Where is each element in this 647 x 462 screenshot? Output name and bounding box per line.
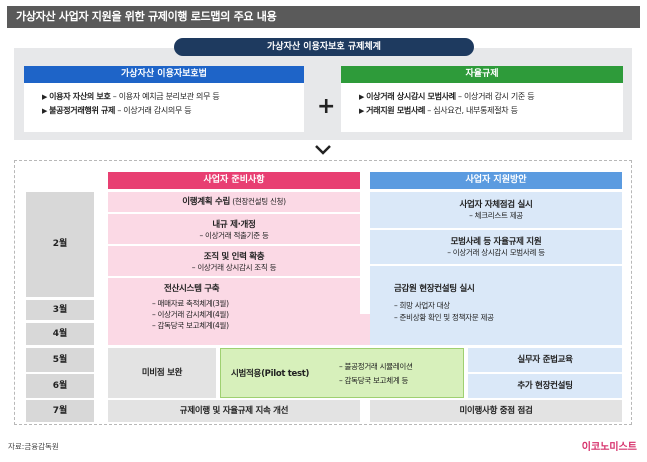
right-line-2-bold: 거래지원 모범사례 [366, 106, 426, 115]
prep-item-rules: 내규 제·개정 – 이상거래 적출기준 등 [108, 214, 360, 244]
prep-system-sub-2: – 이상거래 감시체계(4월) [152, 310, 229, 319]
prep-rules-sub: – 이상거래 적출기준 등 [199, 231, 269, 240]
source-note: 자료:금융감독원 [8, 442, 59, 451]
prep-system-sub-3: – 감독당국 보고체계(4월) [152, 321, 229, 330]
pilot-test: 시범적용(Pilot test) – 불공정거래 시뮬레이션 – 감독당국 보고… [220, 348, 464, 398]
triangle-bullet-icon: ▶ [359, 107, 365, 115]
left-line-1: ▶이용자 자산의 보호 – 이용자 예치금 분리보관 의무 등 [24, 90, 304, 104]
right-line-2-rest: – 심사요건, 내부통제절차 등 [425, 106, 518, 115]
left-line-1-rest: – 이용자 예치금 분리보관 의무 등 [110, 92, 220, 101]
triangle-bullet-icon: ▶ [42, 107, 48, 115]
extra-consulting: 추가 현장컨설팅 [468, 374, 622, 398]
support-consulting-title: 금감원 현장컨설팅 실시 [394, 284, 475, 294]
month-apr: 4월 [26, 323, 94, 345]
right-line-2: ▶거래지원 모범사례 – 심사요건, 내부통제절차 등 [341, 104, 623, 118]
month-may: 5월 [26, 348, 94, 372]
support-consulting-shape [370, 266, 622, 345]
right-line-1: ▶이상거래 상시감시 모범사례 – 이상거래 감시 기준 등 [341, 90, 623, 104]
support-item-selfcheck: 사업자 자체점검 실시 – 체크리스트 제공 [370, 192, 622, 228]
roadmap-panel [14, 160, 632, 425]
business-prep-header: 사업자 준비사항 [108, 172, 360, 189]
support-bestpractice-title: 모범사례 등 자율규제 지원 [450, 237, 542, 247]
month-jun: 6월 [26, 374, 94, 398]
user-protection-law-box: 가상자산 이용자보호법 ▶이용자 자산의 보호 – 이용자 예치금 분리보관 의… [24, 66, 304, 132]
prep-system-sub-1: – 매매자료 축적체계(3월) [152, 299, 229, 308]
left-line-2-rest: – 이상거래 감시의무 등 [115, 106, 192, 115]
pilot-test-sub-1: – 불공정거래 시뮬레이션 [339, 362, 413, 371]
compliance-training-label: 실무자 준법교육 [517, 355, 573, 365]
compliance-training: 실무자 준법교육 [468, 348, 622, 372]
prep-item-system: 전산시스템 구축 – 매매자료 축적체계(3월) – 이상거래 감시체계(4월)… [108, 282, 268, 342]
month-feb: 2월 [26, 192, 94, 297]
self-regulation-header: 자율규제 [341, 66, 623, 83]
support-plan-header: 사업자 지원방안 [370, 172, 622, 189]
brand-logo: 이코노미스트 [581, 442, 637, 453]
page-title: 가상자산 사업자 지원을 위한 규제이행 로드맵의 주요 내용 [7, 6, 640, 28]
support-item-consulting: 금감원 현장컨설팅 실시 – 희망 사업자 대상 – 준비상황 확인 및 정책자… [380, 282, 580, 340]
deficiency-fix: 미비점 보완 [108, 348, 216, 398]
plus-icon: + [317, 94, 336, 119]
continuous-improvement: 규제이행 및 자율규제 지속 개선 [108, 400, 360, 422]
focus-inspection: 미이행사항 중점 점검 [370, 400, 622, 422]
deficiency-fix-label: 미비점 보완 [141, 368, 183, 378]
right-line-1-rest: – 이상거래 감시 기준 등 [455, 92, 535, 101]
month-jul: 7월 [26, 400, 94, 422]
continuous-improvement-label: 규제이행 및 자율규제 지속 개선 [179, 406, 289, 416]
prep-rules-title: 내규 제·개정 [212, 220, 256, 230]
pilot-test-sub-2: – 감독당국 보고체계 등 [339, 376, 409, 385]
framework-pill: 가상자산 이용자보호 규제체계 [174, 38, 474, 56]
support-selfcheck-sub: – 체크리스트 제공 [469, 211, 523, 220]
left-line-1-bold: 이용자 자산의 보호 [49, 92, 111, 101]
left-line-2-bold: 불공정거래행위 규제 [49, 106, 116, 115]
prep-org-title: 조직 및 인력 확충 [203, 252, 265, 262]
pilot-test-title: 시범적용(Pilot test) [231, 369, 310, 379]
prep-system-title: 전산시스템 구축 [164, 284, 220, 294]
month-mar: 3월 [26, 300, 94, 320]
prep-item-plan: 이행계획 수립 (현장컨설팅 신청) [108, 192, 360, 212]
triangle-bullet-icon: ▶ [42, 93, 48, 101]
prep-system-shape [108, 278, 370, 345]
prep-plan-title: 이행계획 수립 [182, 197, 230, 207]
self-regulation-box: 자율규제 ▶이상거래 상시감시 모범사례 – 이상거래 감시 기준 등 ▶거래지… [341, 66, 623, 132]
right-line-1-bold: 이상거래 상시감시 모범사례 [366, 92, 456, 101]
prep-item-org: 조직 및 인력 확충 – 이상거래 상시감시 조직 등 [108, 246, 360, 276]
focus-inspection-label: 미이행사항 중점 점검 [459, 406, 533, 416]
triangle-bullet-icon: ▶ [359, 93, 365, 101]
support-selfcheck-title: 사업자 자체점검 실시 [459, 200, 533, 210]
support-consulting-sub-2: – 준비상황 확인 및 정책자문 제공 [394, 313, 494, 322]
left-line-2: ▶불공정거래행위 규제 – 이상거래 감시의무 등 [24, 104, 304, 118]
extra-consulting-label: 추가 현장컨설팅 [517, 381, 573, 391]
support-bestpractice-sub: – 이상거래 상시감시 모범사례 등 [447, 248, 545, 257]
user-protection-law-header: 가상자산 이용자보호법 [24, 66, 304, 83]
prep-plan-sub: (현장컨설팅 신청) [232, 197, 286, 206]
support-item-bestpractice: 모범사례 등 자율규제 지원 – 이상거래 상시감시 모범사례 등 [370, 230, 622, 264]
chevron-down-icon [315, 145, 331, 155]
support-consulting-sub-1: – 희망 사업자 대상 [394, 301, 450, 310]
prep-org-sub: – 이상거래 상시감시 조직 등 [191, 263, 277, 272]
